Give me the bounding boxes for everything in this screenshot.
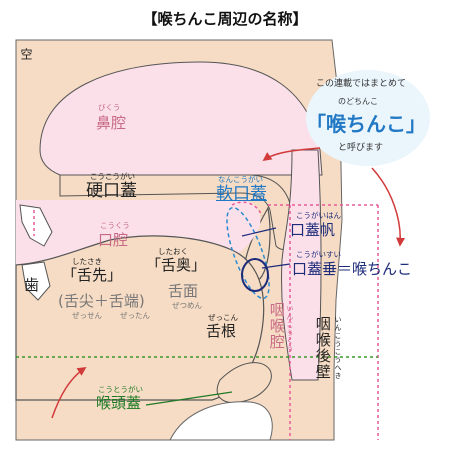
posterior-wall-label: 咽喉後壁 bbox=[313, 316, 332, 380]
bubble-line1: この連載ではまとめて bbox=[316, 79, 407, 89]
tongue-tip-ruby-tan: ぜったん bbox=[120, 311, 150, 320]
posterior-wall-ruby: いんこうこうへき bbox=[334, 316, 342, 380]
teeth-label: 歯 bbox=[24, 276, 40, 294]
pharynx bbox=[280, 149, 322, 381]
upper-teeth bbox=[19, 204, 53, 247]
uvula-label: 口蓋垂＝喉ちんこ bbox=[292, 260, 413, 278]
tongue-root-label: 舌根 bbox=[206, 322, 237, 340]
oral-cavity-label: 口腔 bbox=[98, 231, 129, 249]
tongue-surface-label: 舌面 bbox=[168, 282, 199, 300]
velum-label: 口蓋帆 bbox=[290, 221, 336, 239]
velum-ruby: こうがいはん bbox=[296, 211, 341, 220]
oral-cavity-ruby: こうくう bbox=[100, 221, 130, 230]
bubble-line2: のどちんこ bbox=[338, 97, 378, 106]
hard-palate-ruby: こうこうがい bbox=[90, 172, 135, 181]
nasal-cavity-label: 鼻腔 bbox=[96, 114, 127, 132]
lower-teeth bbox=[21, 261, 51, 301]
soft-palate-ruby: なんこうがい bbox=[218, 175, 263, 184]
bubble-main: 「喉ちんこ」 bbox=[306, 112, 426, 136]
pharyngeal-cavity-ruby: いんこうくう bbox=[286, 305, 294, 353]
epiglottis-ruby: こうとうがい bbox=[98, 385, 143, 394]
tongue-tip-ruby: したさき bbox=[72, 257, 102, 266]
tongue-back-label: 「舌奥」 bbox=[146, 256, 207, 274]
nasal-cavity-ruby: びくう bbox=[98, 103, 121, 112]
cut-label: 空 bbox=[19, 48, 33, 60]
pharyngeal-cavity-label: 咽喉腔 bbox=[267, 302, 286, 350]
epiglottis-label: 喉頭蓋 bbox=[96, 394, 142, 412]
uvula-ruby: こうがいすい bbox=[296, 250, 341, 259]
hard-palate-label: 硬口蓋 bbox=[86, 181, 137, 201]
tongue-root-ruby: ぜっこん bbox=[208, 313, 238, 322]
larynx-bone bbox=[169, 401, 273, 441]
nasal-cavity bbox=[39, 61, 323, 176]
page-title: 【喉ちんこ周辺の名称】 bbox=[142, 10, 308, 28]
tongue-surface-ruby: ぜつめん bbox=[172, 301, 202, 310]
bubble-line3: と呼びます bbox=[338, 143, 384, 153]
tongue-tip-detail: (舌尖＋舌端) bbox=[58, 292, 145, 310]
tongue-tip-ruby-sen: ぜっせん bbox=[72, 311, 102, 320]
soft-palate-label: 軟口蓋 bbox=[216, 184, 267, 204]
tongue-tip-label: 「舌先」 bbox=[62, 266, 123, 284]
tongue-back-ruby: したおく bbox=[158, 247, 188, 256]
